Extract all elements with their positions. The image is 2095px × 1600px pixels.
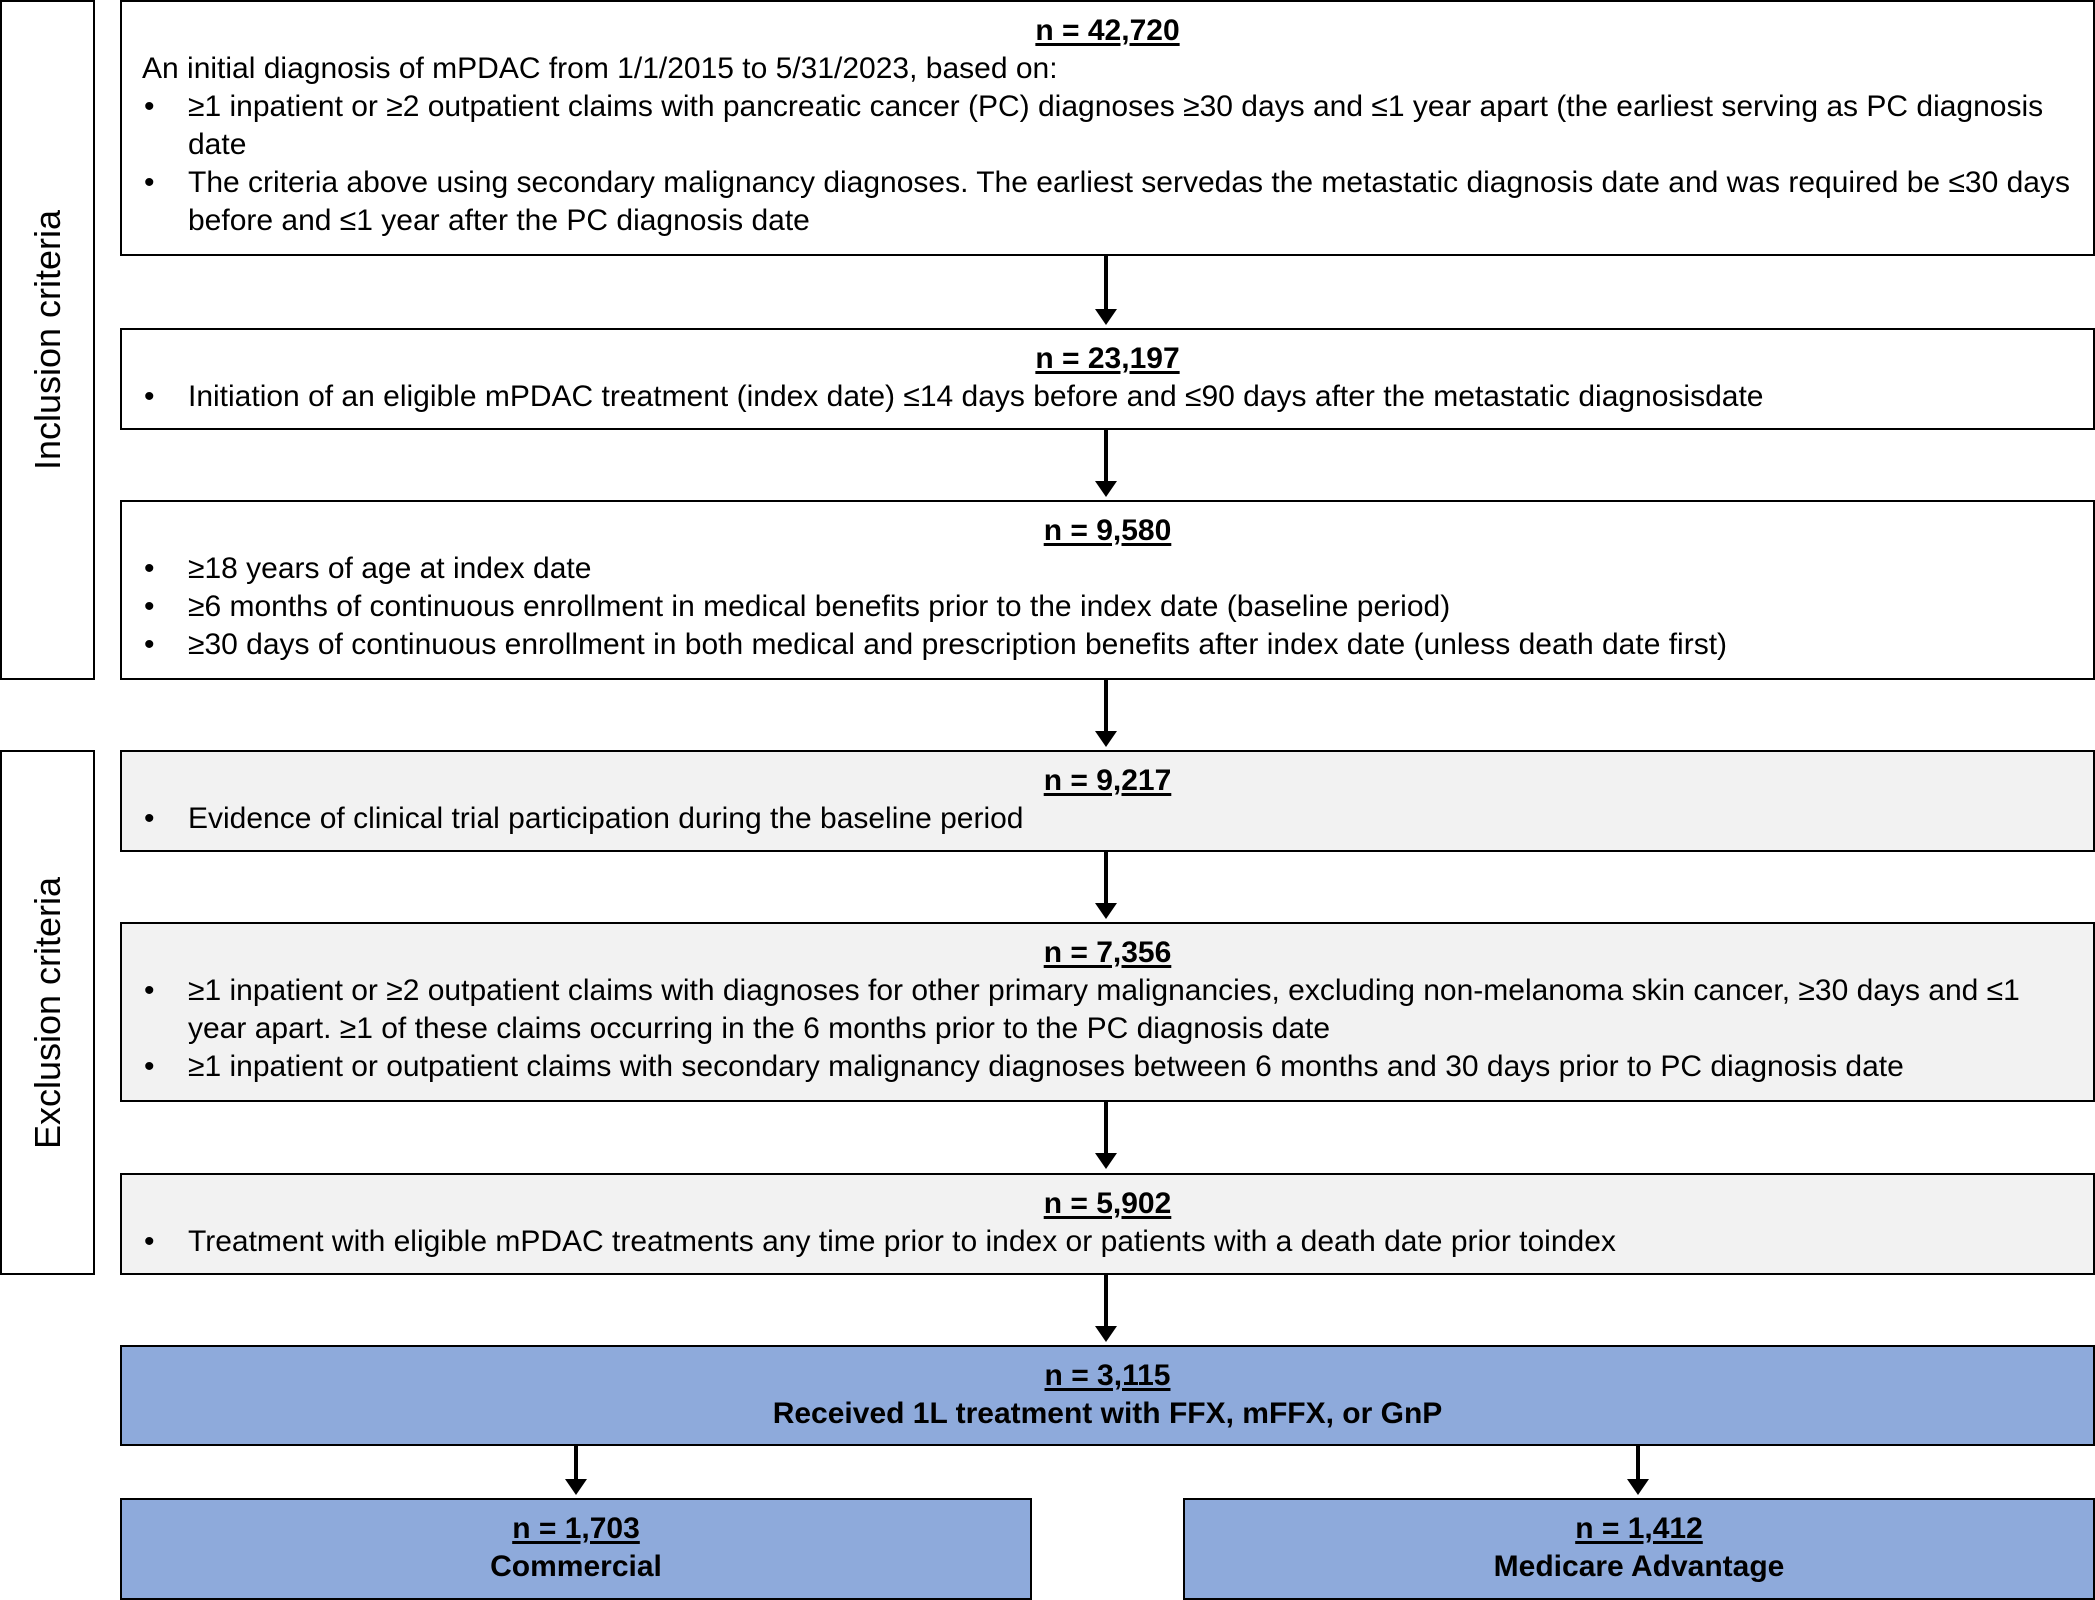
cohort-label: Medicare Advantage: [1493, 1550, 1785, 1583]
down-arrow: [1095, 852, 1117, 919]
criteria-list: Treatment with eligible mPDAC treatments…: [122, 1223, 2093, 1261]
inclusion-criteria-panel: Inclusion criteria: [0, 0, 95, 680]
inclusion-box-3: n = 9,580 ≥18 years of age at index date…: [120, 500, 2095, 680]
down-arrow: [1095, 430, 1117, 497]
criterion-item: ≥6 months of continuous enrollment in me…: [122, 588, 2093, 626]
down-arrow: [1095, 680, 1117, 747]
exclusion-box-1: n = 9,217 Evidence of clinical trial par…: [120, 750, 2095, 852]
count-label: n = 5,902: [1043, 1187, 1172, 1220]
final-cohort-label: Received 1L treatment with FFX, mFFX, or…: [772, 1397, 1443, 1430]
down-arrow: [1095, 1275, 1117, 1342]
inclusion-criteria-label: Inclusion criteria: [26, 209, 68, 471]
count-label: n = 9,217: [1043, 764, 1172, 797]
count-label: n = 3,115: [1044, 1359, 1171, 1392]
count-label: n = 7,356: [1043, 936, 1172, 969]
box-intro-text: An initial diagnosis of mPDAC from 1/1/2…: [142, 52, 1058, 85]
criteria-list: Evidence of clinical trial participation…: [122, 800, 2093, 838]
medicare-advantage-cohort-box: n = 1,412 Medicare Advantage: [1183, 1498, 2095, 1600]
criterion-item: ≥1 inpatient or ≥2 outpatient claims wit…: [122, 972, 2093, 1048]
count-label: n = 9,580: [1043, 514, 1172, 547]
down-arrow: [1627, 1446, 1649, 1495]
criterion-item: The criteria above using secondary malig…: [122, 164, 2093, 240]
criteria-list: ≥1 inpatient or ≥2 outpatient claims wit…: [122, 88, 2093, 240]
commercial-cohort-box: n = 1,703 Commercial: [120, 1498, 1032, 1600]
inclusion-box-2: n = 23,197 Initiation of an eligible mPD…: [120, 328, 2095, 430]
cohort-label: Commercial: [490, 1550, 662, 1583]
down-arrow: [1095, 1102, 1117, 1169]
exclusion-box-3: n = 5,902 Treatment with eligible mPDAC …: [120, 1173, 2095, 1275]
criterion-item: Treatment with eligible mPDAC treatments…: [122, 1223, 2093, 1261]
criterion-item: ≥1 inpatient or ≥2 outpatient claims wit…: [122, 88, 2093, 164]
count-label: n = 42,720: [1035, 14, 1180, 47]
criterion-item: ≥1 inpatient or outpatient claims with s…: [122, 1048, 2093, 1086]
down-arrow: [565, 1446, 587, 1495]
criteria-list: ≥18 years of age at index date ≥6 months…: [122, 550, 2093, 664]
criterion-item: ≥30 days of continuous enrollment in bot…: [122, 626, 2093, 664]
criteria-list: Initiation of an eligible mPDAC treatmen…: [122, 378, 2093, 416]
exclusion-box-2: n = 7,356 ≥1 inpatient or ≥2 outpatient …: [120, 922, 2095, 1102]
count-label: n = 23,197: [1035, 342, 1180, 375]
criterion-item: ≥18 years of age at index date: [122, 550, 2093, 588]
criterion-item: Evidence of clinical trial participation…: [122, 800, 2093, 838]
exclusion-criteria-panel: Exclusion criteria: [0, 750, 95, 1275]
count-label: n = 1,703: [512, 1512, 640, 1545]
exclusion-criteria-label: Exclusion criteria: [26, 876, 68, 1149]
count-label: n = 1,412: [1575, 1512, 1703, 1545]
inclusion-box-1: n = 42,720 An initial diagnosis of mPDAC…: [120, 0, 2095, 256]
criteria-list: ≥1 inpatient or ≥2 outpatient claims wit…: [122, 972, 2093, 1086]
criterion-item: Initiation of an eligible mPDAC treatmen…: [122, 378, 2093, 416]
final-cohort-box: n = 3,115 Received 1L treatment with FFX…: [120, 1345, 2095, 1446]
down-arrow: [1095, 256, 1117, 325]
